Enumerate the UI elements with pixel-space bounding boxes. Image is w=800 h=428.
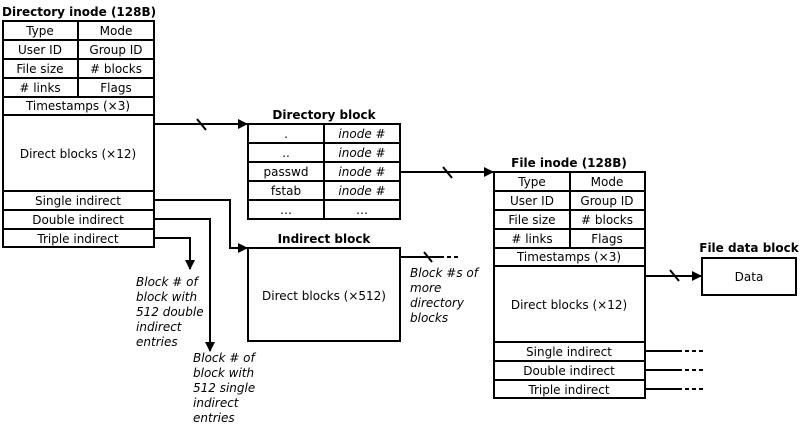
dir-entry-inode: inode #: [338, 127, 385, 141]
single-indirect-note: Block # of block with 512 single indirec…: [193, 351, 259, 425]
break-mark: [196, 118, 207, 131]
indirect-block-frame: [247, 247, 401, 342]
dir-file-size-field: File size: [16, 62, 63, 76]
indirect-direct-blocks-field: Direct blocks (×512): [262, 289, 386, 303]
file-group-id-field: Group ID: [580, 194, 633, 208]
dir-entry-inode: inode #: [338, 146, 385, 160]
file-direct-blocks-field: Direct blocks (×12): [511, 298, 627, 312]
dir-type-field: Type: [25, 24, 54, 38]
file-triple-indirect-field: Triple indirect: [527, 383, 610, 397]
double-indirect-note: Block # of block with 512 double indirec…: [136, 275, 207, 349]
triple-indirect-arrow: [154, 237, 195, 270]
file-file-size-field: File size: [508, 213, 555, 227]
file-flags-field: Flags: [591, 232, 622, 246]
break-mark: [423, 251, 433, 263]
file-single-indirect-field: Single indirect: [526, 345, 612, 359]
dir-blocks-field: # blocks: [90, 62, 142, 76]
file-user-id-field: User ID: [510, 194, 554, 208]
break-mark: [669, 269, 680, 282]
dir-group-id-field: Group ID: [89, 43, 142, 57]
indirect-block-title: Indirect block: [278, 232, 372, 246]
dir-entry-inode: inode #: [338, 184, 385, 198]
directory-inode: Directory inode (128B) Type Mode User ID…: [2, 5, 156, 248]
indirect-block: Indirect block Direct blocks (×512): [247, 232, 401, 342]
more-directory-blocks-note: Block #s of more directory blocks: [410, 266, 482, 325]
file-timestamps-field: Timestamps (×3): [516, 250, 621, 264]
file-data-block-frame: [701, 257, 797, 296]
file-links-field: # links: [511, 232, 552, 246]
dir-entry-inode: …: [356, 203, 368, 217]
dir-entry-name: fstab: [271, 184, 301, 198]
dir-triple-indirect-field: Triple indirect: [36, 232, 119, 246]
directory-inode-title: Directory inode (128B): [2, 5, 156, 19]
file-inode-title: File inode (128B): [511, 156, 627, 170]
file-mode-field: Mode: [591, 175, 624, 189]
break-mark: [442, 166, 453, 179]
dir-double-indirect-field: Double indirect: [32, 213, 124, 227]
file-inode: File inode (128B) Type Mode User ID Grou…: [493, 156, 646, 399]
file-data-block-title: File data block: [699, 241, 800, 255]
single-indirect-arrow: [154, 199, 248, 253]
dir-entry-name: …: [280, 203, 292, 217]
double-indirect-arrow: [154, 218, 215, 352]
directory-block: Directory block . inode # .. inode # pas…: [247, 108, 401, 220]
dir-mode-field: Mode: [100, 24, 133, 38]
dir-flags-field: Flags: [100, 81, 131, 95]
dir-links-field: # links: [19, 81, 60, 95]
dir-entry-name: ..: [282, 146, 290, 160]
dir-entry-name: .: [284, 127, 288, 141]
dir-single-indirect-field: Single indirect: [35, 194, 121, 208]
dir-direct-blocks-field: Direct blocks (×12): [20, 147, 136, 161]
dir-user-id-field: User ID: [18, 43, 62, 57]
file-double-indirect-field: Double indirect: [523, 364, 615, 378]
file-data-label: Data: [735, 270, 764, 284]
file-type-field: Type: [517, 175, 546, 189]
dir-entry-name: passwd: [264, 165, 309, 179]
directory-block-title: Directory block: [272, 108, 376, 122]
file-blocks-field: # blocks: [581, 213, 633, 227]
file-data-block: File data block Data: [699, 241, 800, 296]
dir-timestamps-field: Timestamps (×3): [25, 99, 130, 113]
dir-entry-inode: inode #: [338, 165, 385, 179]
